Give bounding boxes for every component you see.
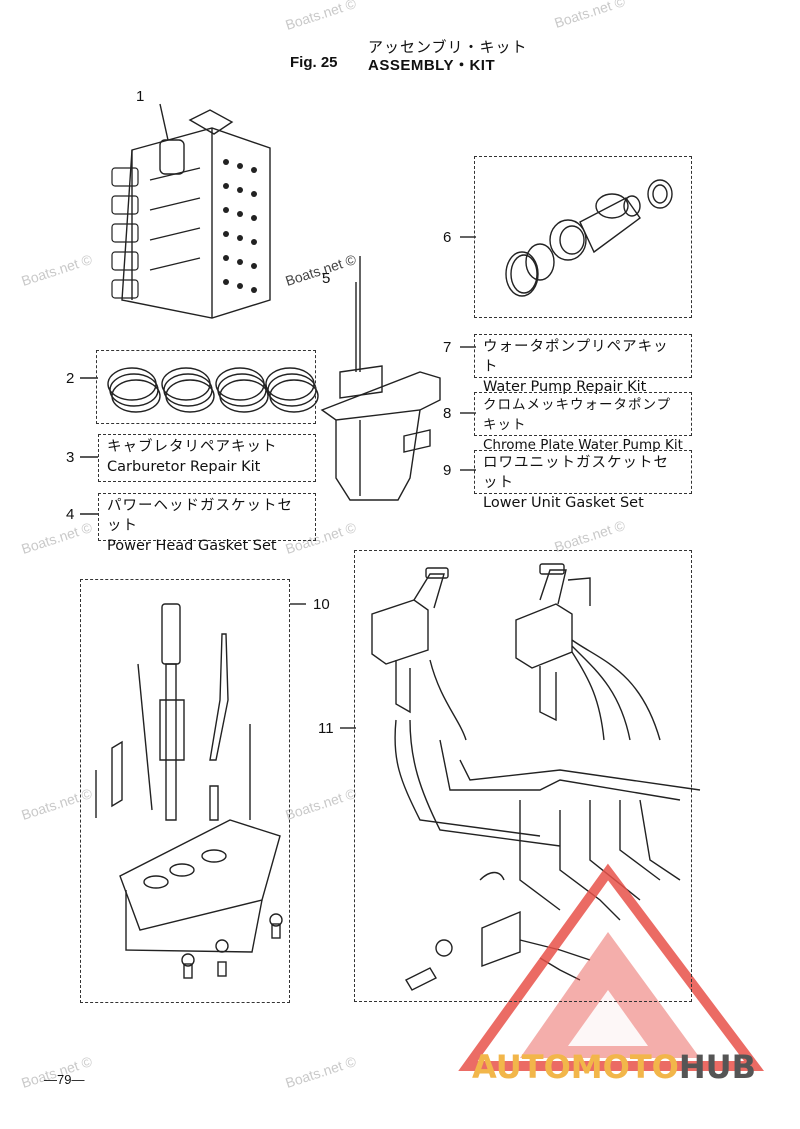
title-japanese: アッセンブリ・キット bbox=[368, 38, 528, 56]
kit-name-japanese: パワーヘッドガスケットセット bbox=[107, 498, 293, 534]
piston-rings-illustration bbox=[80, 367, 319, 413]
logo-triangle bbox=[458, 863, 765, 1071]
title-english: ASSEMBLY・KIT bbox=[368, 57, 496, 74]
callout-11: 11 bbox=[318, 720, 334, 737]
remote-control-harness-illustration bbox=[340, 563, 701, 991]
figure-label: Fig. 25 bbox=[290, 54, 338, 71]
midsection-parts-illustration bbox=[95, 603, 306, 979]
kit-name-english: Lower Unit Gasket Set bbox=[483, 495, 644, 511]
logo-text-part2: HUB bbox=[678, 1048, 757, 1086]
callout-4: 4 bbox=[66, 506, 75, 523]
kit-name-japanese: キャブレタリペアキット bbox=[107, 439, 278, 455]
lower-unit-illustration bbox=[320, 256, 441, 501]
kit-label-chrome-plate-water-pump: クロムメッキウォータポンプキット Chrome Plate Water Pump… bbox=[474, 392, 692, 453]
water-pump-parts-box bbox=[474, 156, 692, 318]
automotohub-logo: AUTOMOTOHUB bbox=[472, 1048, 756, 1086]
kit-name-japanese: クロムメッキウォータポンプキット bbox=[483, 397, 672, 433]
callout-3: 3 bbox=[66, 449, 75, 466]
water-pump-parts-illustration bbox=[460, 179, 673, 297]
logo-text-part1: AUTOMOTO bbox=[472, 1048, 679, 1086]
callout-10: 10 bbox=[313, 596, 330, 613]
callout-2: 2 bbox=[66, 370, 75, 387]
callout-9: 9 bbox=[443, 462, 452, 479]
kit-name-english: Chrome Plate Water Pump Kit bbox=[483, 437, 683, 453]
callout-5: 5 bbox=[322, 270, 331, 287]
kit-name-english: Water Pump Repair Kit bbox=[483, 379, 647, 395]
kit-label-water-pump-repair: ウォータポンプリペアキット Water Pump Repair Kit bbox=[474, 334, 692, 395]
kit-label-carburetor-repair: キャブレタリペアキット Carburetor Repair Kit bbox=[98, 434, 316, 482]
kit-name-japanese: ロワユニットガスケットセット bbox=[483, 455, 669, 491]
remote-control-kit-box bbox=[354, 550, 692, 1002]
kit-name-english: Carburetor Repair Kit bbox=[107, 459, 261, 475]
page-number: —79— bbox=[44, 1072, 85, 1087]
kit-name-japanese: ウォータポンプリペアキット bbox=[483, 339, 669, 375]
piston-rings-box bbox=[96, 350, 316, 424]
kit-label-power-head-gasket: パワーヘッドガスケットセット Power Head Gasket Set bbox=[98, 493, 316, 554]
power-head-illustration bbox=[111, 103, 271, 319]
callout-1: 1 bbox=[136, 88, 145, 105]
kit-name-english: Power Head Gasket Set bbox=[107, 538, 277, 554]
kit-label-lower-unit-gasket: ロワユニットガスケットセット Lower Unit Gasket Set bbox=[474, 450, 692, 511]
callout-8: 8 bbox=[443, 405, 452, 422]
midsection-kit-box bbox=[80, 579, 290, 1003]
callout-7: 7 bbox=[443, 339, 452, 356]
callout-6: 6 bbox=[443, 229, 452, 246]
